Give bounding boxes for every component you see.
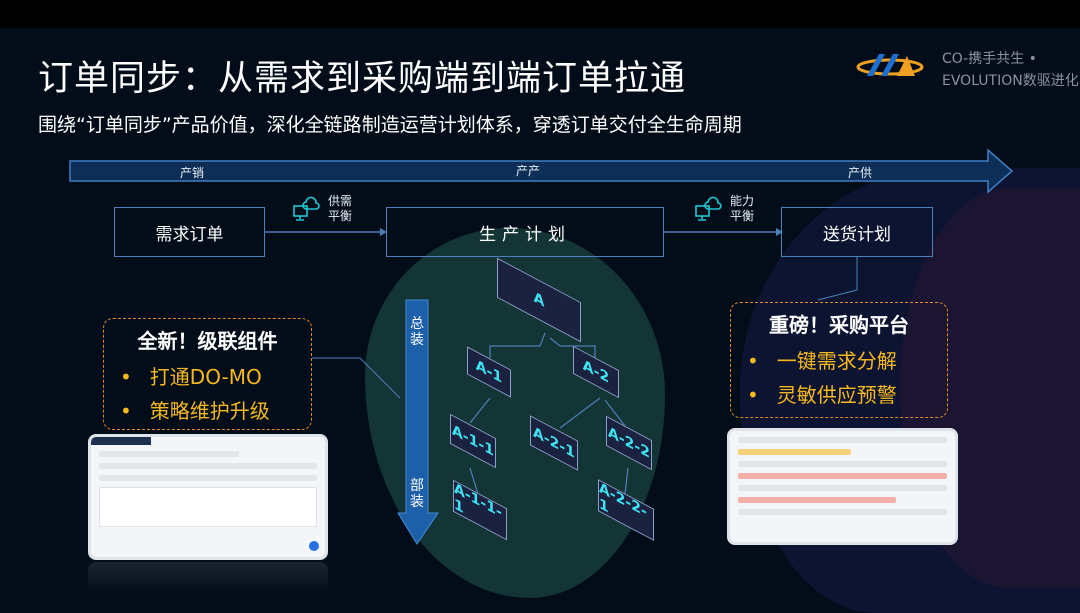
screenshot-row <box>738 497 896 503</box>
card-item-text: 灵敏供应预警 <box>776 383 897 407</box>
delivery-plan-label: 送货计划 <box>823 224 891 245</box>
card-item: •灵敏供应预警 <box>747 383 897 407</box>
sub-assembly-label: 部装 <box>410 478 424 510</box>
card-item: •策略维护升级 <box>120 399 270 423</box>
screenshot-row <box>99 451 240 457</box>
screenshot-table <box>99 487 317 527</box>
bom-node-label: A <box>533 289 545 311</box>
screenshot-fab-icon <box>309 541 319 551</box>
cascade-component-screenshot <box>88 434 328 560</box>
balance1-line1: 供需 <box>328 194 353 208</box>
card-item-text: 打通DO-MO <box>149 365 262 389</box>
card-item-text: 一键需求分解 <box>776 349 897 373</box>
phase-arrow <box>69 148 1014 194</box>
assembly-arrow <box>397 299 439 545</box>
procurement-platform-screenshot <box>727 428 958 545</box>
screenshot-reflection <box>88 562 328 592</box>
screenshot-row <box>99 475 317 481</box>
card-heading: 重磅！采购平台 <box>769 313 909 337</box>
logo-icon <box>856 54 924 76</box>
page-title: 订单同步：从需求到采购端到端订单拉通 <box>38 59 687 99</box>
cloud-sync-icon <box>293 196 320 221</box>
balance2-line2: 平衡 <box>730 209 755 223</box>
balance1-line2: 平衡 <box>328 209 353 223</box>
balance2-line1: 能力 <box>730 194 755 208</box>
screenshot-row <box>738 437 947 443</box>
cascade-component-card: 全新！级联组件 •打通DO-MO •策略维护升级 <box>103 318 312 430</box>
logo-text: CO-携手共生 • EVOLUTION数驱进化 <box>942 48 1079 92</box>
demand-order-label: 需求订单 <box>155 224 224 245</box>
final-assembly-label: 总装 <box>410 316 424 348</box>
phase-label-supply: 产供 <box>848 166 873 180</box>
card-item: •打通DO-MO <box>120 365 262 389</box>
screenshot-row <box>99 463 317 469</box>
phase-label-sales: 产销 <box>180 166 205 180</box>
demand-order-box: 需求订单 <box>114 207 265 257</box>
logo-line2: EVOLUTION数驱进化 <box>942 73 1079 89</box>
bom-tree-lines <box>469 332 629 495</box>
screenshot-row <box>738 461 947 467</box>
cloud-sync-icon <box>695 196 722 221</box>
supply-demand-balance-label: 供需平衡 <box>328 194 352 224</box>
card-item: •一键需求分解 <box>747 349 897 373</box>
capacity-balance-label: 能力平衡 <box>730 194 754 224</box>
slide: 订单同步：从需求到采购端到端订单拉通 围绕“订单同步”产品价值，深化全链路制造运… <box>0 28 1080 613</box>
screenshot-tab <box>91 437 151 445</box>
screenshot-row <box>738 485 947 491</box>
procurement-platform-card: 重磅！采购平台 •一键需求分解 •灵敏供应预警 <box>730 302 948 418</box>
card-item-text: 策略维护升级 <box>149 399 270 423</box>
screenshot-row <box>738 473 947 479</box>
card-heading: 全新！级联组件 <box>137 329 278 353</box>
production-plan-label: 生产计划 <box>479 224 571 245</box>
logo-line1: CO-携手共生 • <box>942 51 1037 67</box>
screenshot-row <box>738 509 947 515</box>
screenshot-row <box>738 449 851 455</box>
page-subtitle: 围绕“订单同步”产品价值，深化全链路制造运营计划体系，穿透订单交付全生命周期 <box>38 114 742 136</box>
top-black-bar <box>0 0 1080 28</box>
flow-connectors <box>265 228 858 399</box>
phase-label-production: 产产 <box>516 164 541 178</box>
